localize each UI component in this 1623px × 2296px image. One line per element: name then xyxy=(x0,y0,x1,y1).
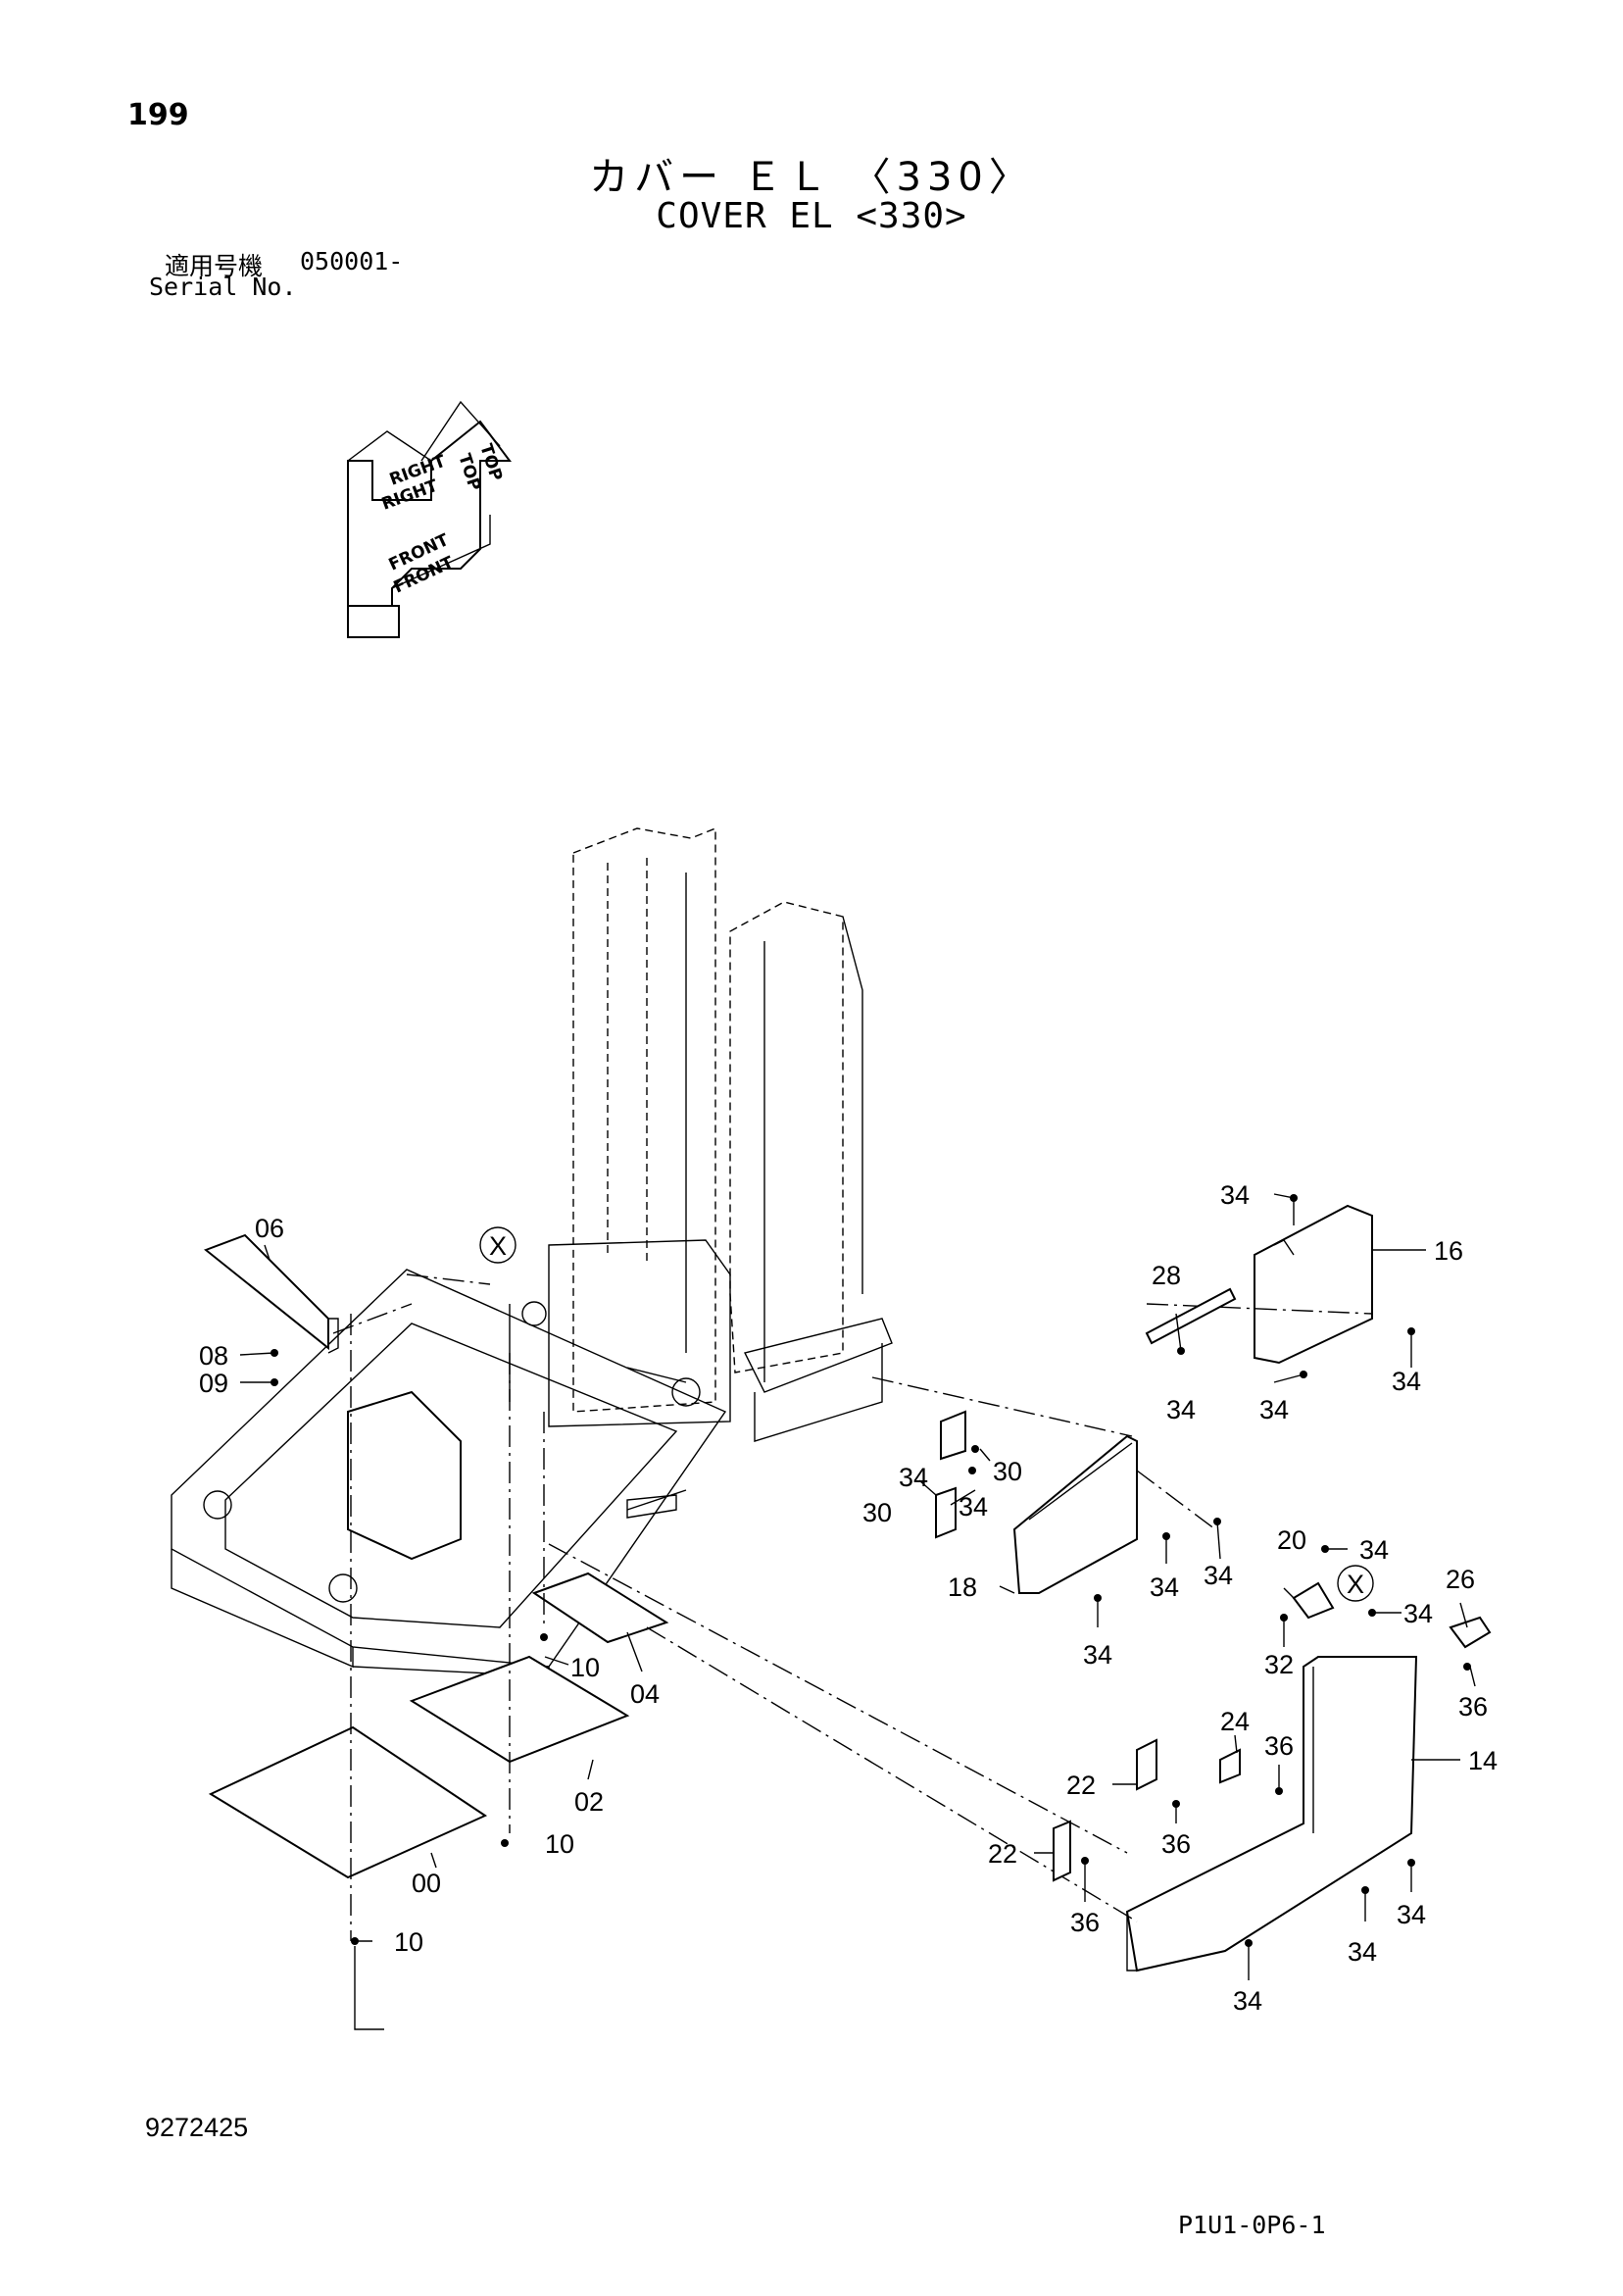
callout-label: 36 xyxy=(1070,1908,1100,1937)
callout-label: 36 xyxy=(1161,1829,1191,1859)
callout-label: 34 xyxy=(1397,1900,1426,1929)
orientation-indicator: RIGHT RIGHT TOP TOP FRONT FRONT xyxy=(347,400,512,638)
callout-label: 34 xyxy=(1204,1561,1233,1590)
callout-label: 30 xyxy=(862,1498,892,1527)
callout-label: 34 xyxy=(1359,1535,1389,1565)
callout-label: 34 xyxy=(959,1492,988,1522)
callout-label: 36 xyxy=(1264,1731,1294,1761)
callout-label: 34 xyxy=(1233,1986,1262,2016)
document-number: 9272425 xyxy=(145,2113,249,2142)
callout-label: 20 xyxy=(1277,1525,1306,1555)
callout-label: 34 xyxy=(1348,1937,1377,1967)
callout-label: X xyxy=(489,1231,507,1261)
callout-label: 34 xyxy=(1259,1395,1289,1424)
reference-circle xyxy=(1337,1565,1374,1602)
callout-label: 30 xyxy=(993,1457,1022,1486)
reference-circle xyxy=(479,1226,516,1264)
callout-label: 10 xyxy=(545,1829,574,1859)
callout-label: 34 xyxy=(1392,1367,1421,1396)
bracket-22 xyxy=(1053,1738,1157,1882)
callout-label: 32 xyxy=(1264,1650,1294,1679)
serial-label-japanese: 適用号機 xyxy=(165,252,264,280)
callout-label: 24 xyxy=(1220,1707,1250,1736)
callout-label: 09 xyxy=(199,1369,228,1398)
callout-label: 34 xyxy=(1166,1395,1196,1424)
serial-label: Serial No. xyxy=(149,273,297,301)
cover-00 xyxy=(208,1725,488,1879)
cover-16 xyxy=(1146,1204,1373,1365)
callout-label: 10 xyxy=(570,1653,600,1682)
callout-label: 34 xyxy=(1150,1572,1179,1602)
callout-label: 14 xyxy=(1468,1746,1498,1775)
callout-label: 04 xyxy=(630,1679,660,1709)
callout-label: 34 xyxy=(1083,1640,1112,1670)
bracket-20 xyxy=(1292,1581,1335,1620)
callout-label: 26 xyxy=(1446,1565,1475,1594)
callout-label: 18 xyxy=(948,1572,977,1602)
callout-label: 22 xyxy=(988,1839,1017,1869)
cover-06 xyxy=(204,1233,491,1354)
callout-label: 28 xyxy=(1152,1261,1181,1290)
callout-label: 36 xyxy=(1458,1692,1488,1722)
cover-04 xyxy=(531,1572,669,1644)
callout-label: 16 xyxy=(1434,1236,1463,1266)
callout-label: 02 xyxy=(574,1787,604,1817)
callout-label: 22 xyxy=(1066,1771,1096,1800)
callout-label: 00 xyxy=(412,1869,441,1898)
callout-label: 34 xyxy=(1403,1599,1433,1628)
page-title-japanese: カバー ＥＬ 〈330〉 xyxy=(589,155,1034,200)
bracket-24 xyxy=(1219,1748,1241,1784)
callout-label: 06 xyxy=(255,1214,284,1243)
callout-label: X xyxy=(1347,1570,1364,1599)
page-code: P1U1-0P6-1 xyxy=(1178,2211,1326,2239)
cover-18 xyxy=(871,1376,1216,1594)
callout-label: 34 xyxy=(899,1463,928,1492)
cover-02 xyxy=(409,1655,630,1764)
serial-number-value: 050001- xyxy=(300,247,404,275)
bracket-26 xyxy=(1449,1616,1492,1649)
callout-label: 08 xyxy=(199,1341,228,1371)
bracket-30 xyxy=(935,1410,966,1539)
bracket-28 xyxy=(1145,1287,1237,1345)
page-title: COVER EL <330> xyxy=(656,196,967,236)
callout-label: 34 xyxy=(1220,1180,1250,1210)
callout-label: 10 xyxy=(394,1927,423,1957)
leader-lines xyxy=(239,1193,1476,2030)
page-number: 199 xyxy=(127,98,189,132)
under-covers xyxy=(208,1314,669,1941)
main-frame xyxy=(171,826,893,1677)
